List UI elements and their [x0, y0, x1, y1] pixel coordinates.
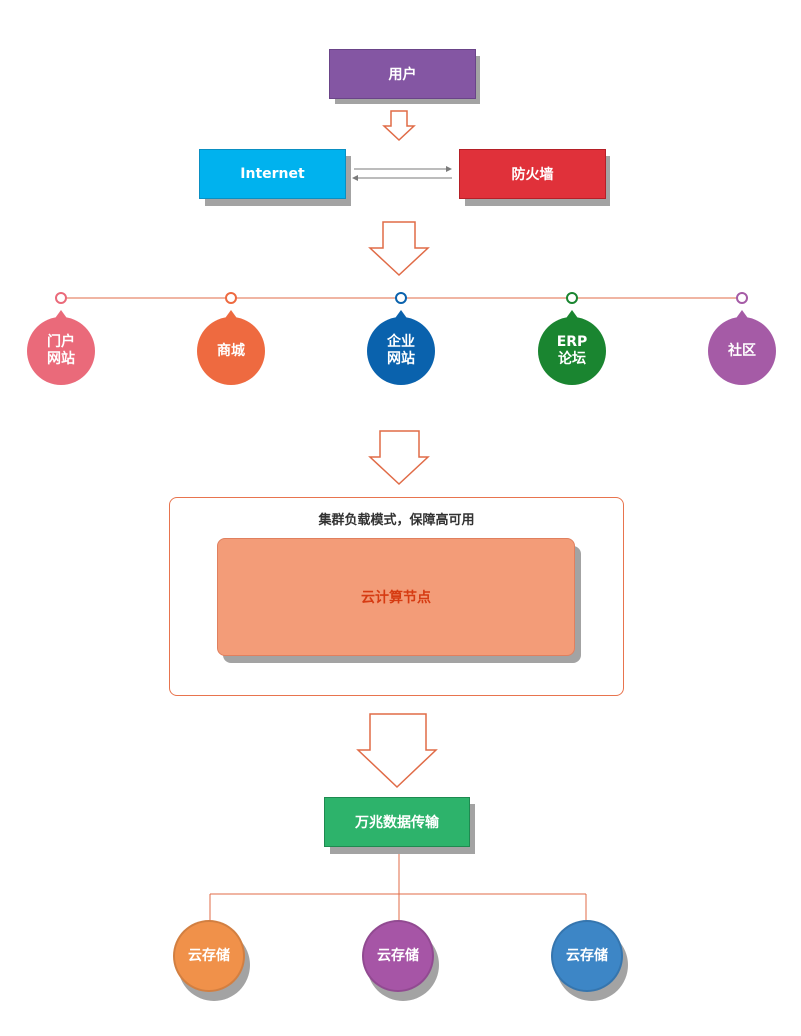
service-node-1[interactable]: 商城 — [197, 317, 265, 385]
transfer-label: 万兆数据传输 — [355, 815, 439, 831]
user-box[interactable]: 用户 — [329, 49, 476, 99]
arrow-to-firewall-head — [446, 166, 452, 172]
down-arrow-2 — [368, 221, 430, 277]
storage-node-2[interactable]: 云存储 — [551, 920, 623, 992]
service-node-label: 门户 网站 — [47, 334, 75, 367]
transfer-box[interactable]: 万兆数据传输 — [324, 797, 470, 847]
service-node-label: ERP 论坛 — [556, 334, 588, 367]
compute-node[interactable]: 云计算节点 — [217, 538, 575, 656]
internet-box[interactable]: Internet — [199, 149, 346, 199]
storage-node-label: 云存储 — [566, 947, 608, 964]
down-arrow-4 — [356, 713, 438, 789]
service-pin-2 — [395, 292, 407, 304]
service-pin-3 — [566, 292, 578, 304]
down-arrow-1 — [382, 110, 416, 142]
service-node-0[interactable]: 门户 网站 — [27, 317, 95, 385]
firewall-box[interactable]: 防火墙 — [459, 149, 606, 199]
service-node-4[interactable]: 社区 — [708, 317, 776, 385]
service-pin-1 — [225, 292, 237, 304]
firewall-label: 防火墙 — [511, 167, 554, 183]
cluster-panel — [169, 497, 624, 696]
storage-node-label: 云存储 — [377, 947, 419, 964]
compute-node-label: 云计算节点 — [361, 590, 431, 606]
user-label: 用户 — [388, 67, 417, 83]
service-node-2[interactable]: 企业 网站 — [367, 317, 435, 385]
cluster-title: 集群负载模式，保障高可用 — [318, 513, 475, 528]
service-node-3[interactable]: ERP 论坛 — [538, 317, 606, 385]
storage-node-label: 云存储 — [188, 947, 230, 964]
arrow-to-internet-head — [352, 175, 358, 181]
internet-label: Internet — [240, 166, 305, 182]
down-arrow-3 — [368, 430, 430, 486]
service-node-label: 商城 — [217, 342, 245, 359]
service-node-label: 社区 — [728, 342, 756, 359]
storage-node-1[interactable]: 云存储 — [362, 920, 434, 992]
storage-node-0[interactable]: 云存储 — [173, 920, 245, 992]
service-pin-4 — [736, 292, 748, 304]
service-pin-0 — [55, 292, 67, 304]
service-node-label: 企业 网站 — [387, 334, 415, 367]
